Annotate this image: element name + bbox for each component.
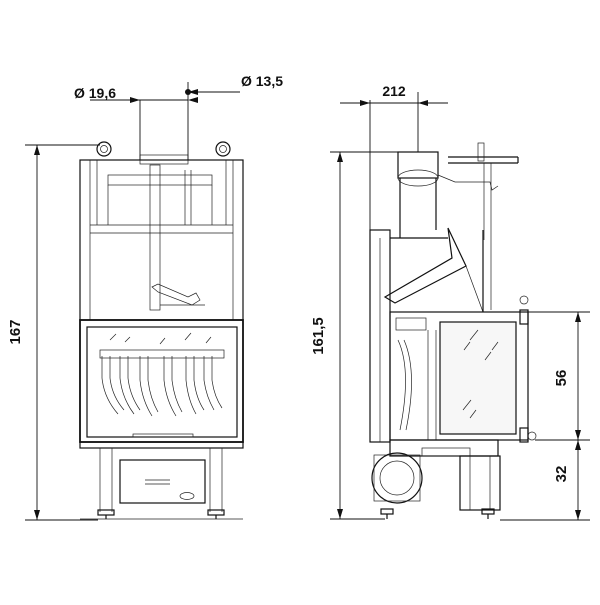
pipe-diameter-right-label: Ø 13,5 — [241, 73, 283, 89]
door-and-base-dimensions: 56 32 — [500, 311, 590, 521]
side-height-dimension: 161,5 — [310, 151, 398, 520]
pipe-diameter-left-label: Ø 19,6 — [74, 85, 116, 101]
front-height-label: 167 — [7, 319, 24, 344]
side-view — [369, 142, 537, 519]
pipe-diameter-dimensions: Ø 19,6 Ø 13,5 — [74, 73, 283, 160]
front-view — [79, 141, 244, 520]
log-flames — [99, 332, 225, 417]
base-height-label: 32 — [553, 466, 570, 483]
top-depth-dimension: 212 — [340, 83, 448, 230]
side-height-label: 161,5 — [310, 317, 327, 355]
top-depth-label: 212 — [382, 83, 406, 99]
door-height-label: 56 — [553, 370, 570, 387]
front-height-dimension: 167 — [7, 144, 100, 521]
